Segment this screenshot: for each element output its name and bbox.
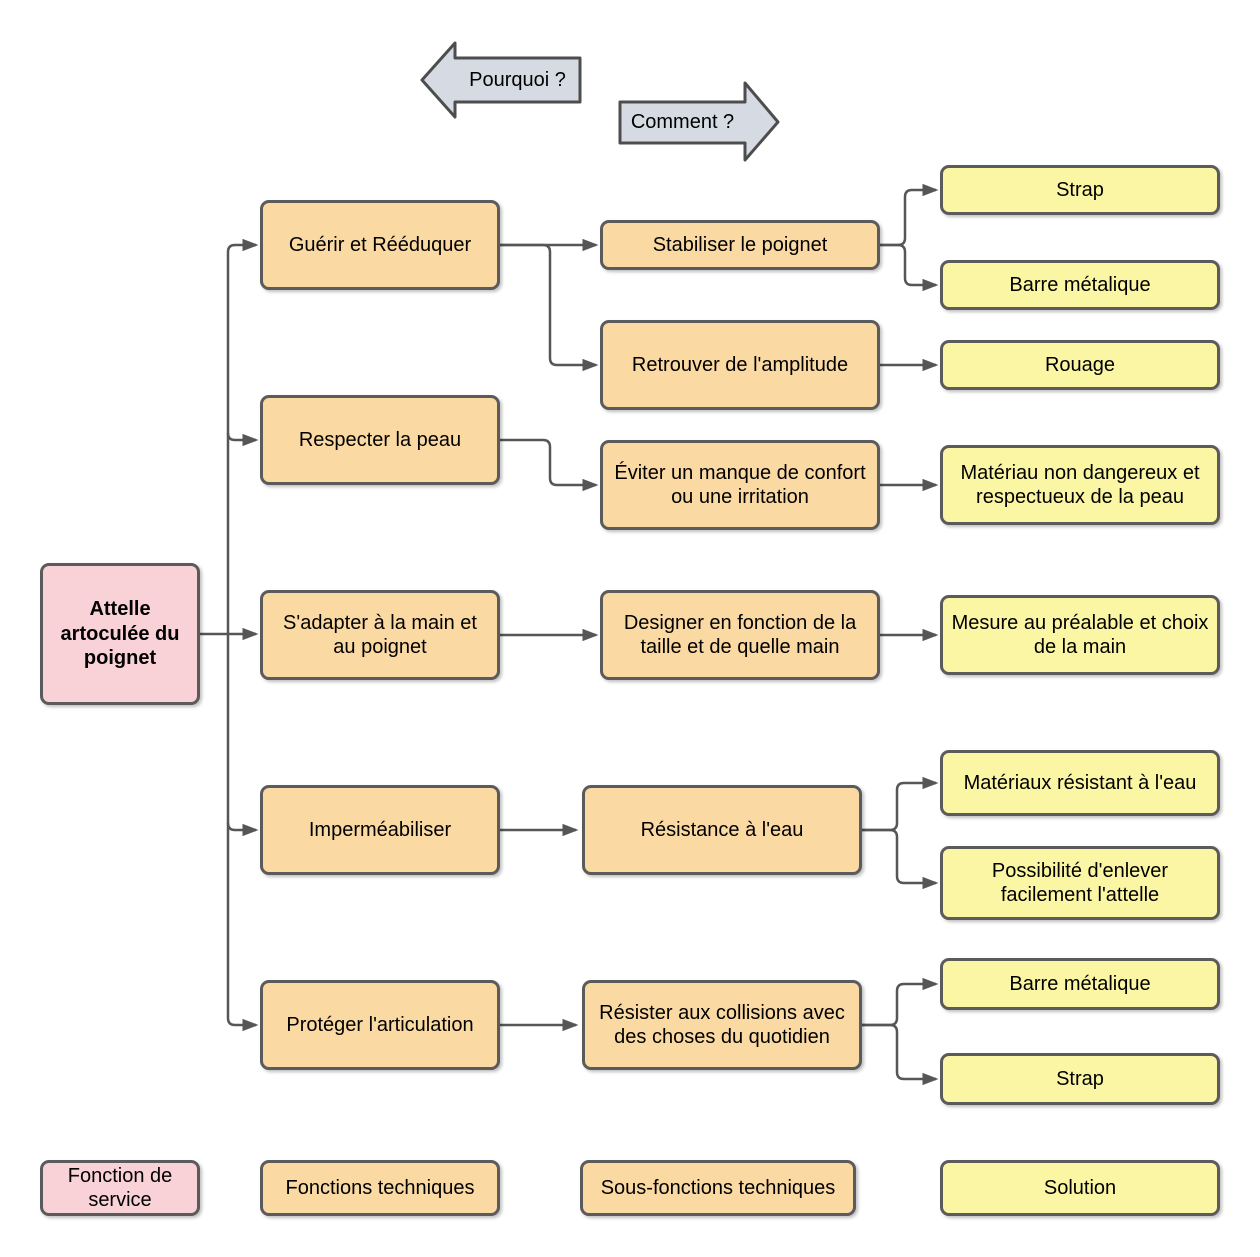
edge-root-guerir — [226, 238, 259, 634]
legend-fonctions-techniques: Fonctions techniques — [260, 1160, 500, 1216]
edge-resister-barre — [862, 977, 939, 1027]
legend-solution: Solution — [940, 1160, 1220, 1216]
edge-respecter-eviter — [500, 438, 599, 492]
node-solution-materiaux-resistant-eau: Matériaux résistant à l'eau — [940, 750, 1220, 816]
connectors — [200, 183, 939, 1086]
node-solution-rouage: Rouage — [940, 340, 1220, 390]
node-solution-barre-metalique-2: Barre métalique — [940, 958, 1220, 1010]
edge-resistance-possibilite — [862, 828, 939, 890]
edge-stabiliser-barre — [880, 243, 939, 292]
node-proteger-articulation: Protéger l'articulation — [260, 980, 500, 1070]
node-guerir-et-reeduquer: Guérir et Rééduquer — [260, 200, 500, 290]
node-eviter-manque-confort: Éviter un manque de confort ou une irrit… — [600, 440, 880, 530]
node-solution-strap-1: Strap — [940, 165, 1220, 215]
node-respecter-la-peau: Respecter la peau — [260, 395, 500, 485]
edge-root-impermeabiliser — [226, 822, 259, 837]
node-resistance-eau: Résistance à l'eau — [582, 785, 862, 875]
edge-resistance-materiaux — [862, 776, 939, 832]
pourquoi-arrow-label: Pourquoi ? — [469, 68, 566, 91]
edge-root-respecter — [226, 432, 259, 447]
node-attelle-root: Attelle artoculée du poignet — [40, 563, 200, 705]
node-retrouver-amplitude: Retrouver de l'amplitude — [600, 320, 880, 410]
edge-root-proteger — [226, 634, 259, 1032]
node-solution-possibilite-enlever: Possibilité d'enlever facilement l'attel… — [940, 846, 1220, 920]
node-stabiliser-le-poignet: Stabiliser le poignet — [600, 220, 880, 270]
comment-arrow-label: Comment ? — [630, 111, 735, 133]
node-impermeabiliser: Imperméabiliser — [260, 785, 500, 875]
pourquoi-arrow-shape — [420, 41, 582, 119]
edge-resister-strap — [862, 1023, 939, 1086]
node-solution-barre-metalique-1: Barre métalique — [940, 260, 1220, 310]
legend-sous-fonctions-techniques: Sous-fonctions techniques — [580, 1160, 856, 1216]
comment-arrow-shape — [618, 81, 780, 162]
node-solution-materiau-non-dangereux: Matériau non dangereux et respectueux de… — [940, 445, 1220, 525]
edge-stabiliser-strap — [880, 183, 939, 247]
node-sadapter-main-poignet: S'adapter à la main et au poignet — [260, 590, 500, 680]
legend-fonction-de-service: Fonction de service — [40, 1160, 200, 1216]
node-solution-mesure-prealable: Mesure au préalable et choix de la main — [940, 595, 1220, 675]
node-designer-taille-main: Designer en fonction de la taille et de … — [600, 590, 880, 680]
node-resister-collisions: Résister aux collisions avec des choses … — [582, 980, 862, 1070]
edge-guerir-retrouver — [500, 243, 599, 372]
node-solution-strap-2: Strap — [940, 1053, 1220, 1105]
